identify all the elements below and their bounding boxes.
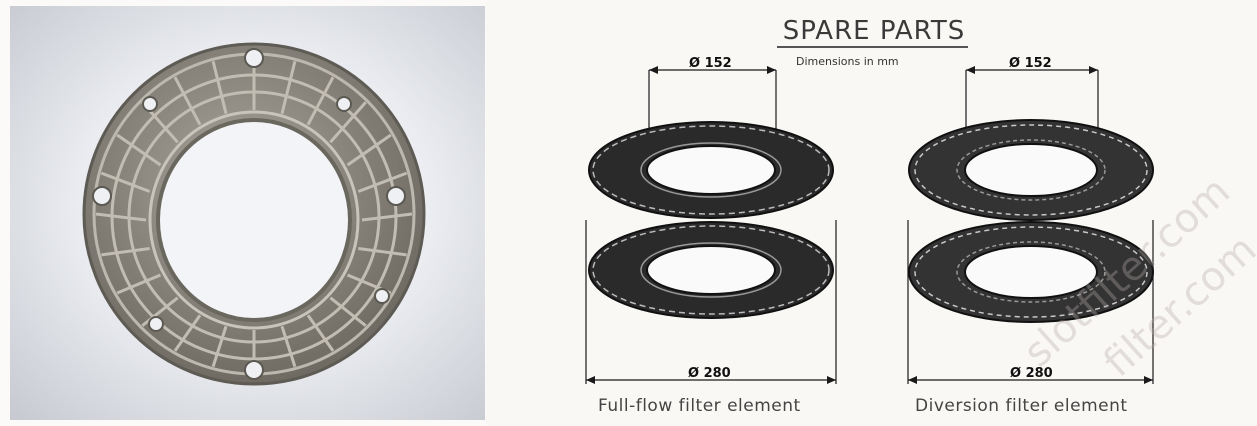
page-title: SPARE PARTS	[782, 16, 966, 46]
filter-ring-photo-icon	[82, 42, 426, 386]
spare-parts-diagram: SPARE PARTS Dimensions in mm	[486, 0, 1257, 426]
dimensions-note: Dimensions in mm	[796, 55, 899, 68]
diversion-element-drawing	[908, 119, 1154, 323]
title-underline	[777, 46, 968, 48]
diversion-inner-diameter: Ø 152	[1009, 56, 1052, 71]
technical-drawing	[585, 66, 1154, 384]
full-flow-inner-diameter: Ø 152	[689, 56, 732, 71]
diversion-outer-diameter: Ø 280	[1010, 366, 1053, 381]
diversion-caption: Diversion filter element	[915, 396, 1128, 416]
full-flow-element-drawing	[588, 121, 834, 319]
full-flow-caption: Full-flow filter element	[598, 396, 801, 416]
product-photo	[10, 6, 485, 420]
full-flow-outer-diameter: Ø 280	[688, 366, 731, 381]
